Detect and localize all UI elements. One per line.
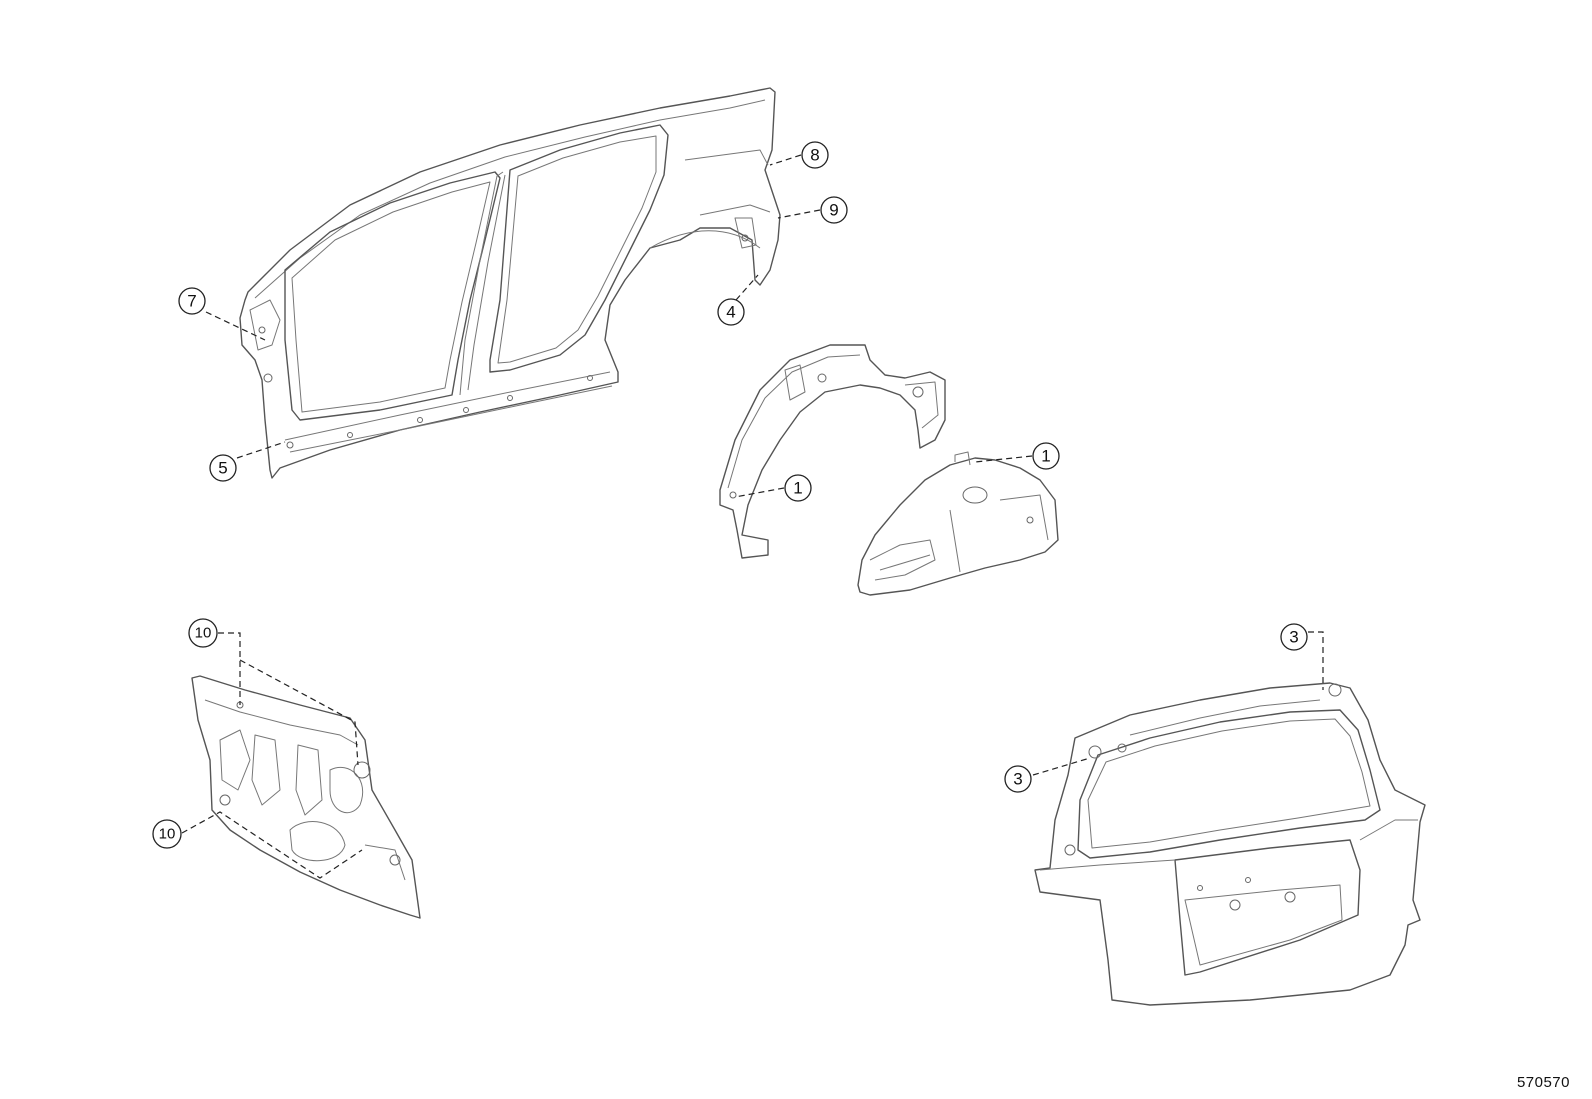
leader-4 [735, 274, 759, 301]
callout-3b-label: 3 [1013, 770, 1022, 789]
callout-7: 7 [178, 287, 206, 315]
rear-wheelhouse-outer [719, 344, 946, 559]
leader-10a [218, 632, 241, 705]
leader-5 [236, 441, 286, 459]
callout-10-b: 10 [152, 819, 182, 849]
callout-7-label: 7 [187, 292, 196, 311]
back-door-panel [1034, 682, 1426, 1006]
callout-1a-label: 1 [793, 479, 802, 498]
leader-9 [777, 209, 821, 219]
leader-lines [181, 154, 1324, 879]
leader-3b [1032, 757, 1091, 776]
leader-8 [769, 154, 802, 166]
callout-1b-label: 1 [1041, 447, 1050, 466]
callout-10a-label: 10 [195, 625, 212, 642]
callout-5-label: 5 [218, 459, 227, 478]
callout-9-label: 9 [829, 201, 838, 220]
callout-8-label: 8 [810, 146, 819, 165]
diagram-reference-code: 570570 [1516, 1074, 1570, 1091]
callout-1-b: 1 [1032, 442, 1060, 470]
leader-3a [1308, 631, 1324, 690]
callout-4: 4 [717, 298, 745, 326]
rear-wheelhouse-inner [857, 451, 1059, 596]
callout-9: 9 [820, 196, 848, 224]
leader-10b [181, 811, 363, 879]
leader-7 [205, 311, 266, 341]
callout-3-a: 3 [1280, 623, 1308, 651]
leader-1a [734, 487, 785, 498]
callout-8: 8 [801, 141, 829, 169]
callout-3-b: 3 [1004, 765, 1032, 793]
side-outer-panel [239, 87, 781, 479]
callout-10b-label: 10 [159, 826, 176, 843]
callout-10-a: 10 [188, 618, 218, 648]
callout-3a-label: 3 [1289, 628, 1298, 647]
callout-4-label: 4 [726, 303, 735, 322]
leader-10a-dash [239, 659, 359, 766]
callout-1-a: 1 [784, 474, 812, 502]
callout-5: 5 [209, 454, 237, 482]
dash-panel [191, 675, 421, 919]
